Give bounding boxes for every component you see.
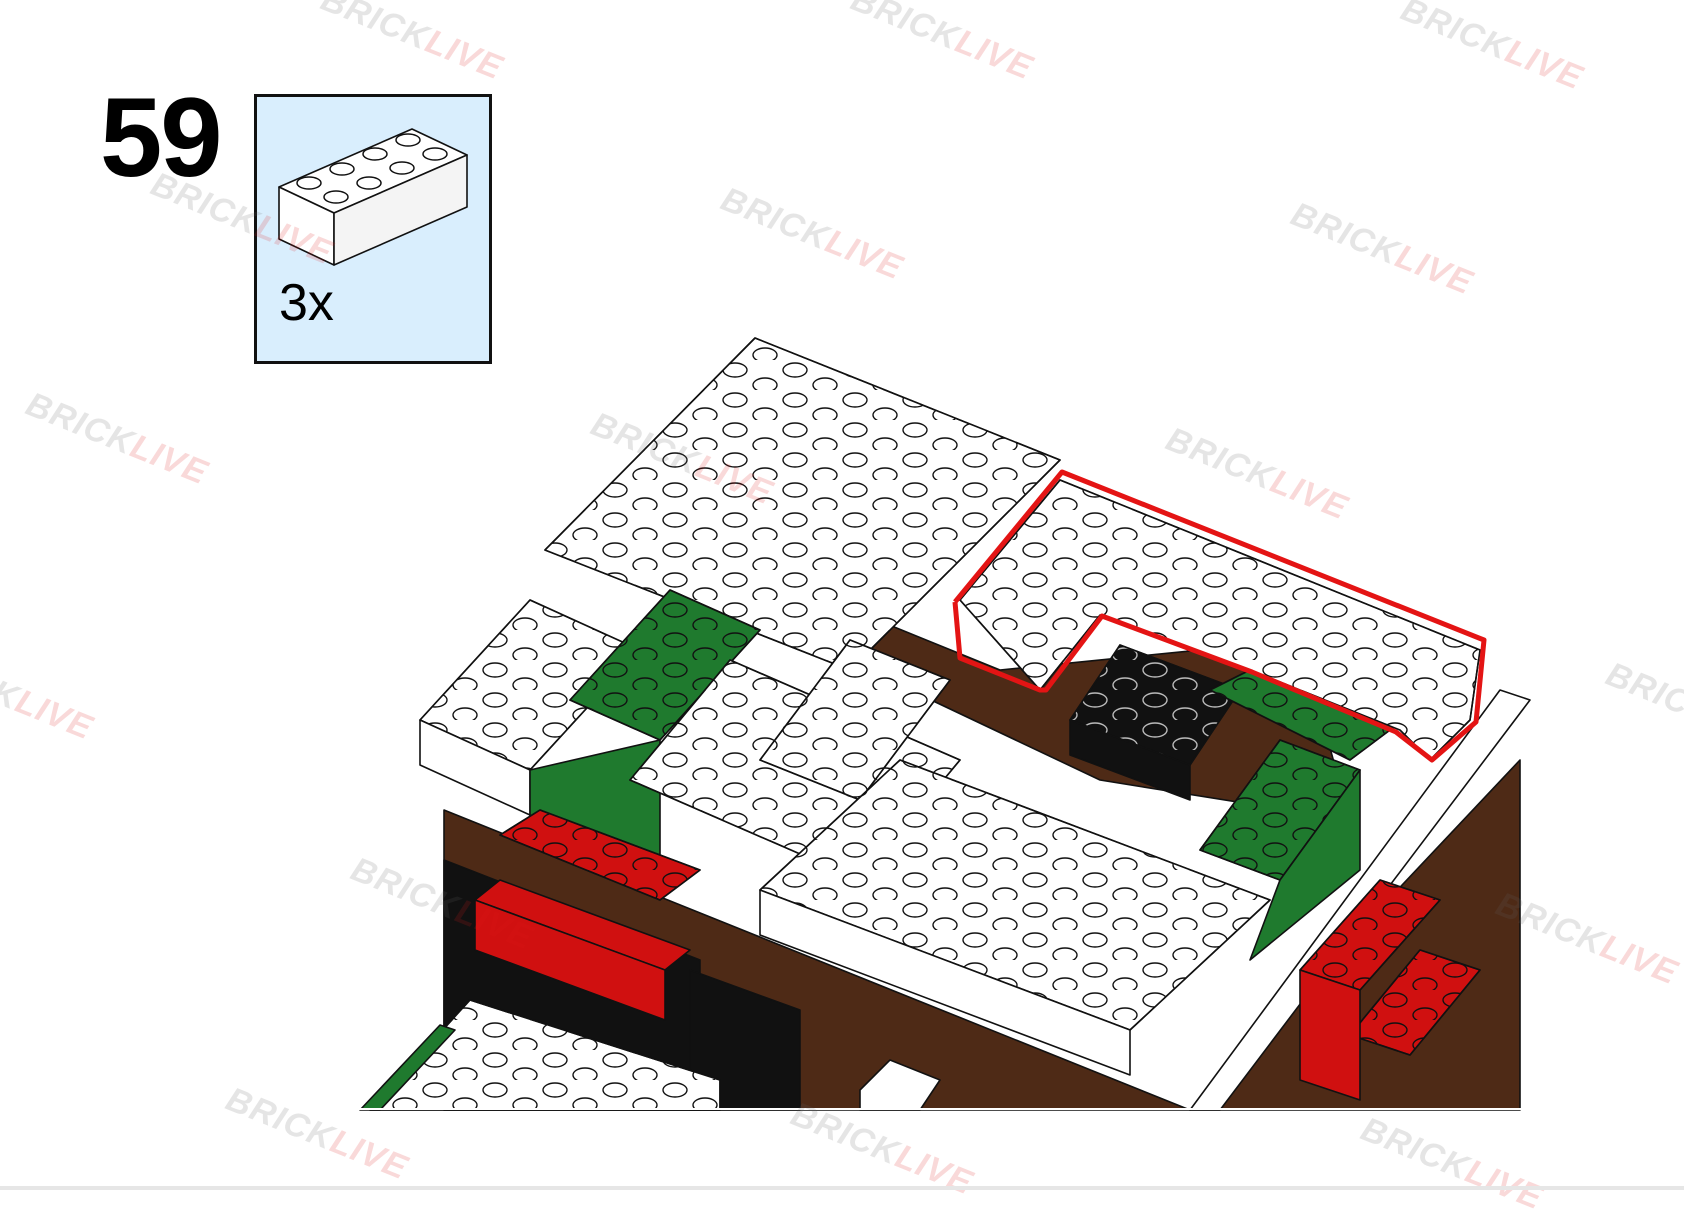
part-quantity: 3x xyxy=(279,274,334,332)
brick-2x4-white-icon xyxy=(278,128,468,266)
step-number: 59 xyxy=(100,75,223,200)
page-bottom-rule xyxy=(0,1186,1684,1190)
parts-callout: 3x xyxy=(254,94,492,364)
build-illustration xyxy=(359,337,1531,1111)
highlight-outline xyxy=(952,469,1487,763)
